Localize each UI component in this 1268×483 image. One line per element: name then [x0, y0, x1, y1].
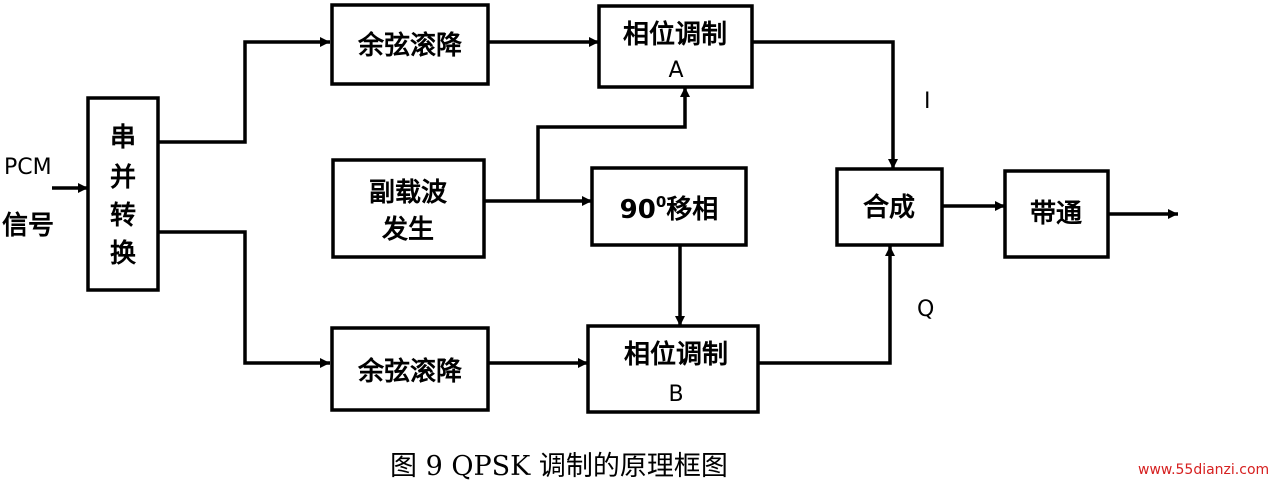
wire-mod-a-to-combine [752, 40, 898, 169]
phase-modulator-b-letter: B [668, 382, 683, 407]
raised-cosine-bottom-label: 余弦滚降 [357, 356, 463, 387]
phase-modulator-b-label: 相位调制 [624, 339, 728, 370]
phase-shift-degree-mark: 0 [656, 193, 666, 211]
serial-parallel-char-1: 串 [110, 123, 136, 153]
subcarrier-label-line1: 副载波 [369, 178, 448, 208]
subcarrier-label-line2: 发生 [381, 214, 434, 245]
serial-parallel-block: 串 并 转 换 [86, 96, 160, 292]
wire-carrier-to-mod-a [536, 87, 690, 201]
bandpass-block: 带通 [1003, 169, 1110, 259]
figure-caption: 图 9 QPSK 调制的原理框图 [390, 451, 728, 482]
phase-modulator-a-letter: A [668, 58, 683, 83]
phase-modulator-a-block: 相位调制 A [597, 4, 754, 89]
phase-modulator-a-label: 相位调制 [623, 19, 727, 50]
phase-shift-text: 移相 [666, 195, 718, 225]
combiner-label: 合成 [863, 192, 915, 223]
raised-cosine-top-block: 余弦滚降 [330, 3, 490, 86]
i-channel-label: I [924, 89, 931, 114]
wire-mod-b-to-combine [758, 246, 895, 365]
phase-shift-number: 90 [620, 195, 656, 225]
q-channel-label: Q [917, 297, 934, 322]
phase-shift-90-block: 900移相 [590, 166, 748, 247]
serial-parallel-char-3: 转 [110, 201, 136, 231]
subcarrier-generator-block: 副载波 发生 [331, 158, 486, 259]
raised-cosine-top-label: 余弦滚降 [357, 30, 463, 61]
serial-parallel-char-2: 并 [110, 162, 136, 193]
pcm-input-label: PCM [4, 155, 52, 180]
watermark-text: www.55dianzi.com [1138, 462, 1268, 478]
phase-shift-label: 900移相 [620, 193, 719, 225]
bandpass-label: 带通 [1030, 199, 1082, 229]
combiner-block: 合成 [835, 167, 944, 247]
connections [52, 37, 1178, 368]
serial-parallel-char-4: 换 [110, 239, 137, 269]
phase-modulator-b-block: 相位调制 B [586, 324, 760, 414]
signal-input-label: 信号 [2, 211, 54, 241]
raised-cosine-bottom-block: 余弦滚降 [330, 326, 490, 412]
wire-sp-to-cos-bot [158, 230, 330, 368]
wire-sp-to-cos-top [158, 37, 330, 144]
